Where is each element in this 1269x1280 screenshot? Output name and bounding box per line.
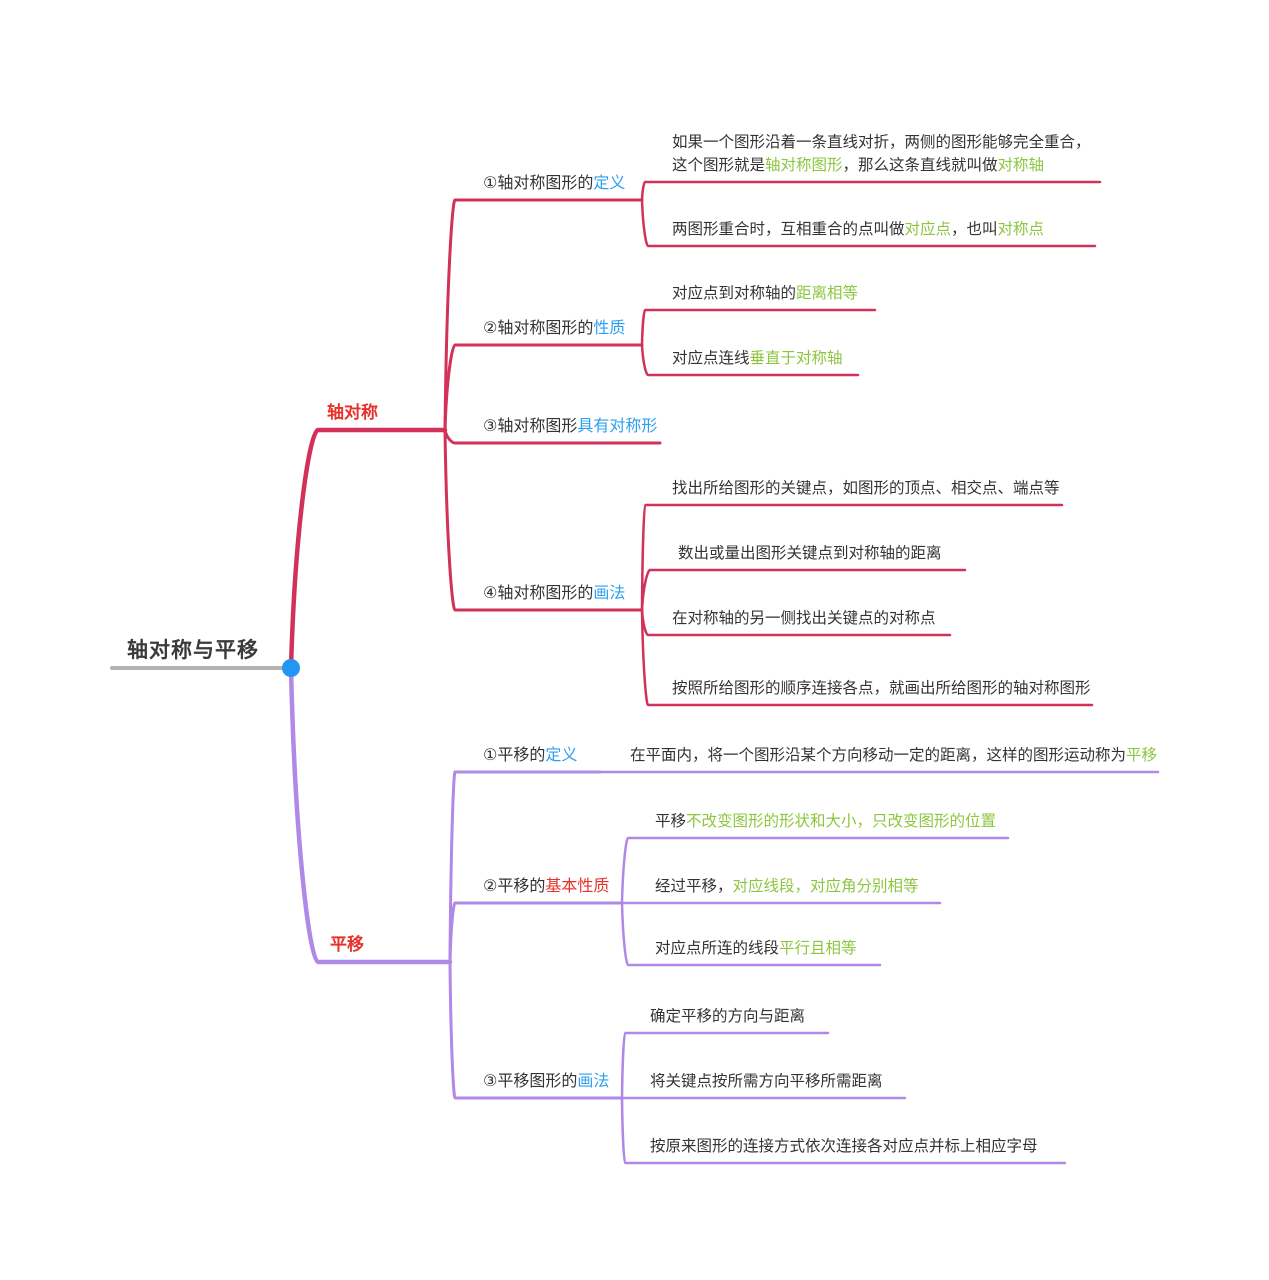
node-label-p1: ①平移的定义 [483,744,577,767]
node-label-l1a: 如果一个图形沿着一条直线对折，两侧的图形能够完全重合，这个图形就是轴对称图形，那… [672,132,1098,177]
node-label-b2: 平移 [330,933,364,957]
node-label-pl2b: 经过平移，对应线段，对应角分别相等 [655,876,919,899]
text-segment: ②平移的 [483,878,546,895]
text-segment: 对称点 [997,220,1045,238]
text-segment: 平移 [1126,746,1158,764]
node-label-b1: 轴对称 [327,401,378,425]
text-segment: 基本性质 [545,878,610,895]
text-segment: 定义 [545,747,578,764]
text-segment: 找出所给图形的关键点，如图形的顶点、相交点、端点等 [672,479,1060,497]
node-label-l2b: 对应点连线垂直于对称轴 [672,348,843,371]
branch-l4d [640,608,1094,707]
node-label-n2: ②轴对称图形的性质 [483,317,625,340]
text-segment: ④轴对称图形的 [483,585,594,602]
node-label-pl3c: 按原来图形的连接方式依次连接各对应点并标上相应字母 [650,1136,1038,1159]
text-segment: ①轴对称图形的 [483,175,594,192]
branch-n2 [443,343,644,432]
text-segment: 按原来图形的连接方式依次连接各对应点并标上相应字母 [650,1137,1038,1155]
branch-p2 [448,901,624,964]
branch-pl3a [620,1031,830,1100]
text-segment: 不改变图形的形状和大小，只改变图形的位置 [686,812,997,830]
text-segment: 如果一个图形沿着一条直线对折，两侧的图形能够完全重合，这个图形就是 [672,134,1091,174]
node-label-pl1: 在平面内，将一个图形沿某个方向移动一定的距离，这样的图形运动称为平移 [630,745,1157,768]
node-label-l4d: 按照所给图形的顺序连接各点，就画出所给图形的轴对称图形 [672,678,1091,701]
node-label-l4b: 数出或量出图形关键点到对称轴的距离 [678,543,942,566]
branch-b2 [288,665,453,965]
branch-pl2a [620,836,1010,905]
branch-b1 [288,427,448,671]
text-segment: ，那么这条直线就叫做 [842,156,998,174]
text-segment: 平移 [655,812,687,830]
text-segment: 定义 [593,175,626,192]
text-segment: 在对称轴的另一侧找出关键点的对称点 [672,609,936,627]
branch-l1b [640,198,1097,248]
root-node-dot [282,659,300,677]
node-label-p2: ②平移的基本性质 [483,875,609,898]
text-segment: 数出或量出图形关键点到对称轴的距离 [678,544,942,562]
text-segment: 距离相等 [796,284,859,302]
text-segment: ③平移图形的 [483,1073,578,1090]
text-segment: ③轴对称图形 [483,418,578,435]
branch-pl3c [620,1096,1067,1165]
text-segment: 在平面内，将一个图形沿某个方向移动一定的距离，这样的图形运动称为 [630,746,1127,764]
text-segment: 将关键点按所需方向平移所需距离 [650,1072,883,1090]
text-segment: 对应点 [904,220,952,238]
text-segment: 垂直于对称轴 [749,349,843,367]
branch-l4a [640,503,1064,612]
node-label-l4c: 在对称轴的另一侧找出关键点的对称点 [672,608,936,631]
branch-l2b [640,343,860,377]
node-label-pl3b: 将关键点按所需方向平移所需距离 [650,1071,883,1094]
text-segment: 平行且相等 [779,939,857,957]
node-label-l1b: 两图形重合时，互相重合的点叫做对应点，也叫对称点 [672,219,1044,242]
node-label-n1: ①轴对称图形的定义 [483,172,625,195]
text-segment: 对应点到对称轴的 [672,284,797,302]
branch-p3 [448,960,624,1100]
node-label-pl3a: 确定平移的方向与距离 [650,1006,805,1029]
branch-p1 [448,770,602,964]
text-segment: 平移 [330,935,364,954]
text-segment: 对称轴 [997,156,1045,174]
branch-n4 [443,428,644,612]
text-segment: 轴对称图形 [765,156,843,174]
text-segment: ，也叫 [951,220,998,238]
node-label-p3: ③平移图形的画法 [483,1070,609,1093]
node-label-l2a: 对应点到对称轴的距离相等 [672,283,858,306]
node-label-pl2a: 平移不改变图形的形状和大小，只改变图形的位置 [655,811,996,834]
branch-l4b [640,568,967,612]
text-segment: ②轴对称图形的 [483,320,594,337]
branch-l2a [640,308,877,347]
text-segment: ①平移的 [483,747,546,764]
branch-n1 [443,198,644,432]
text-segment: 对应点连线 [672,349,750,367]
text-segment: 经过平移， [655,877,733,895]
branch-pl2c [620,901,882,967]
text-segment: 确定平移的方向与距离 [650,1007,806,1025]
node-label-n3: ③轴对称图形具有对称形 [483,415,657,438]
text-segment: 具有对称形 [577,418,658,435]
text-segment: 画法 [593,585,626,602]
node-label-l4a: 找出所给图形的关键点，如图形的顶点、相交点、端点等 [672,478,1060,501]
node-label-pl2c: 对应点所连的线段平行且相等 [655,938,857,961]
text-segment: 轴对称 [327,403,378,422]
root-title: 轴对称与平移 [127,639,259,662]
text-segment: 对应点所连的线段 [655,939,780,957]
text-segment: 性质 [593,320,626,337]
node-label-n4: ④轴对称图形的画法 [483,582,625,605]
branch-l1a [640,180,1102,202]
text-segment: 两图形重合时，互相重合的点叫做 [672,220,905,238]
text-segment: 对应线段，对应角分别相等 [732,877,919,895]
text-segment: 按照所给图形的顺序连接各点，就画出所给图形的轴对称图形 [672,679,1091,697]
text-segment: 画法 [577,1073,610,1090]
